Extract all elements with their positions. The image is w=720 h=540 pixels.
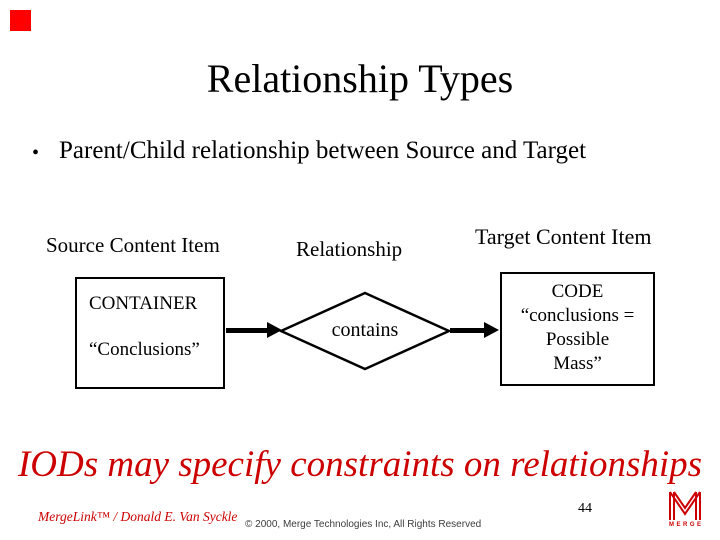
target-box-line: Mass” [553,353,602,374]
merge-m-logo-icon [669,491,701,520]
target-box-text: CODE “conclusions = Possible Mass” [502,274,653,376]
arrow-relationship-to-target [450,328,484,333]
bullet-text: Parent/Child relationship between Source… [59,137,587,164]
merge-logo: MERGE [664,491,706,528]
footer-copyright: © 2000, Merge Technologies Inc, All Righ… [245,519,482,530]
constraint-callout: IODs may specify constraints on relation… [17,444,703,485]
target-box-line: CODE [551,281,604,302]
target-box-line: Possible [545,329,610,350]
footer-author: MergeLink™ / Donald E. Van Syckle [38,509,238,524]
page-title: Relationship Types [206,56,514,101]
source-content-box: CONTAINER “Conclusions” [75,277,225,389]
target-content-box: CODE “conclusions = Possible Mass” [500,272,655,386]
target-box-line: “conclusions = [520,305,635,326]
merge-logo-text: MERGE [668,522,704,528]
red-square-marker-icon [10,10,31,31]
source-box-type: CONTAINER [89,293,198,314]
page-number: 44 [578,501,592,516]
diamond-shape [278,291,452,371]
bullet-item: • Parent/Child relationship between Sour… [32,137,692,170]
source-box-value: “Conclusions” [89,339,200,360]
bullet-icon: • [32,142,40,164]
target-column-label: Target Content Item [475,224,652,249]
relationship-diamond-label: contains [331,319,399,341]
relationship-diamond [278,291,452,371]
arrowhead-source-to-relationship-icon [267,322,282,338]
relationship-column-label: Relationship [296,237,403,261]
arrowhead-relationship-to-target-icon [484,322,499,338]
source-column-label: Source Content Item [46,233,220,257]
arrow-source-to-relationship [226,328,268,333]
